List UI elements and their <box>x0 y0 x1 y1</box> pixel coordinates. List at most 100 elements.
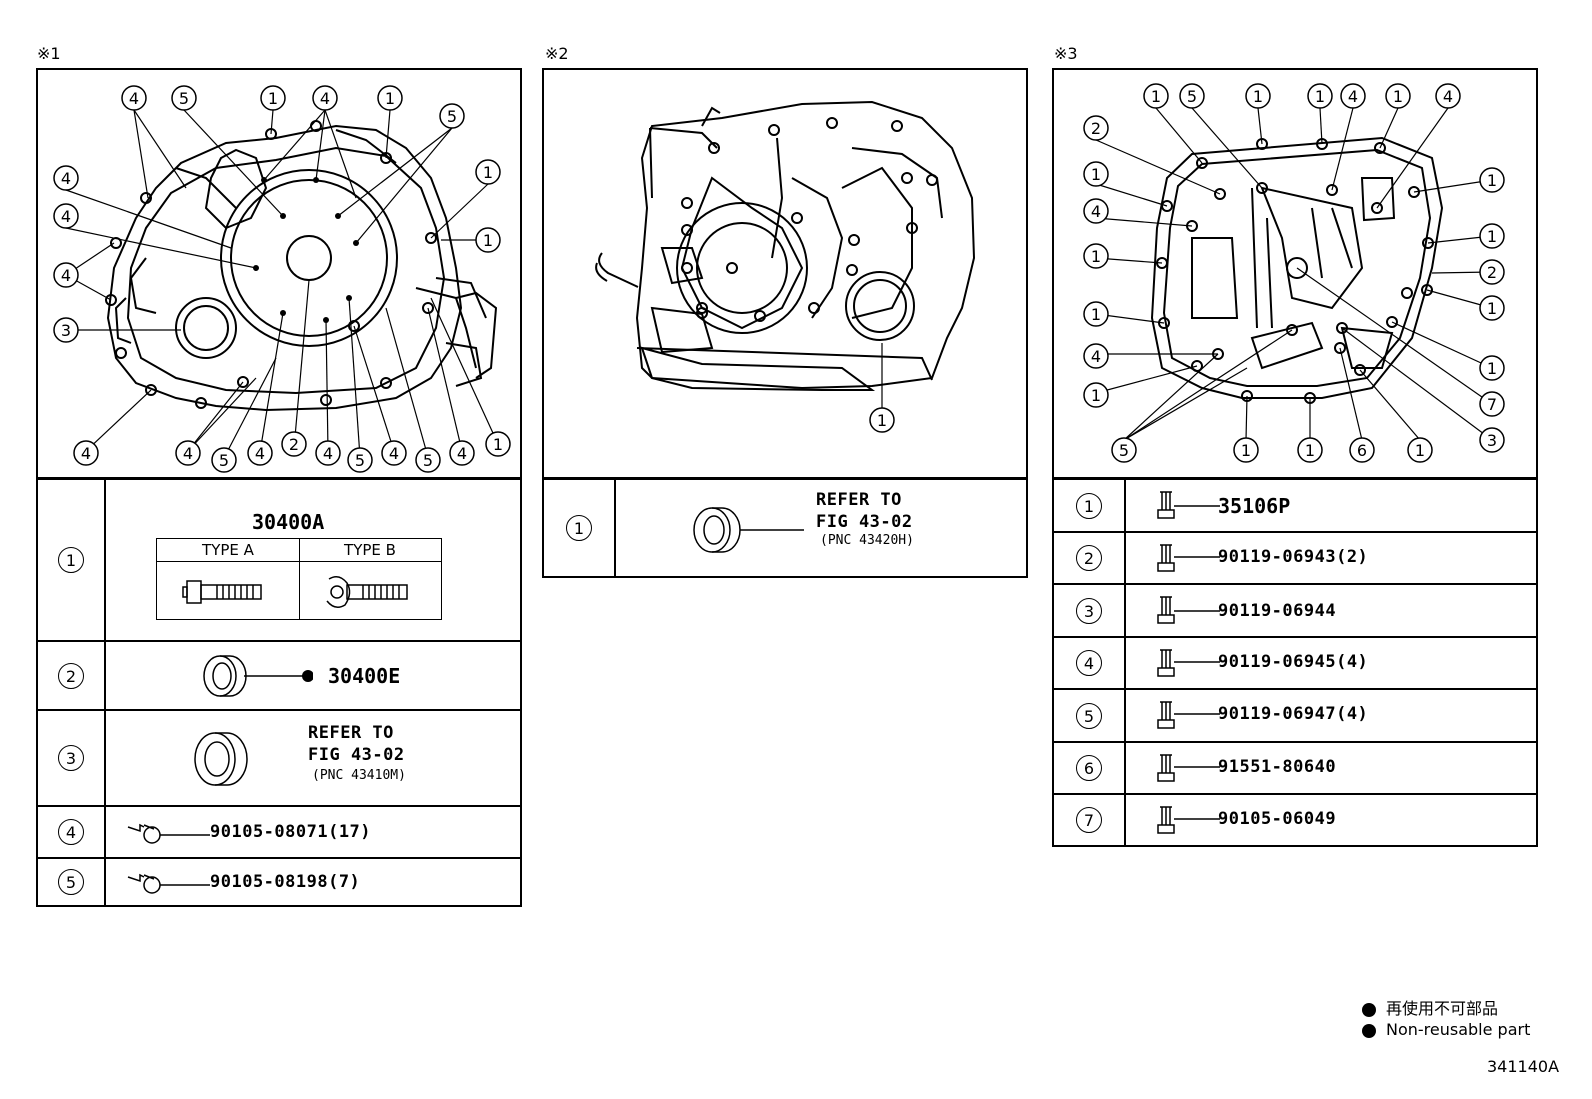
svg-text:2: 2 <box>289 435 299 454</box>
figure-id: 341140A <box>1487 1057 1560 1076</box>
svg-text:5: 5 <box>179 89 189 108</box>
table-row: 6 91551-80640 <box>1052 741 1538 795</box>
svg-text:4: 4 <box>1091 347 1101 366</box>
bolt-icon <box>1157 491 1220 519</box>
svg-text:4: 4 <box>389 444 399 463</box>
svg-text:5: 5 <box>355 451 365 470</box>
table-row: 3 90119-06944 <box>1052 583 1538 638</box>
svg-text:6: 6 <box>1357 441 1367 460</box>
bolt-icon <box>1157 754 1220 782</box>
bolt-type-a-icon <box>182 580 262 604</box>
bolt-type-b-icon <box>326 576 408 608</box>
svg-text:7: 7 <box>1487 395 1497 414</box>
svg-text:4: 4 <box>129 89 139 108</box>
panel-label-1: ※1 <box>37 44 61 63</box>
svg-text:1: 1 <box>1315 87 1325 106</box>
table-row: 4 90105-08071(17) <box>36 805 522 859</box>
panel-2-transaxle-drawing: 1 <box>595 100 976 433</box>
svg-text:4: 4 <box>183 444 193 463</box>
svg-text:1: 1 <box>1415 441 1425 460</box>
table-row: 5 90119-06947(4) <box>1052 688 1538 743</box>
fig-ref: FIG 43-02 <box>816 512 913 532</box>
pnc-ref: (PNC 43420H) <box>820 533 914 548</box>
svg-text:1: 1 <box>1241 441 1251 460</box>
svg-text:3: 3 <box>61 321 71 340</box>
table-row: 1 35106P <box>1052 478 1538 533</box>
bearing-icon <box>194 732 248 786</box>
panel-label-3: ※3 <box>1054 44 1078 63</box>
svg-text:1: 1 <box>493 435 503 454</box>
svg-text:4: 4 <box>320 89 330 108</box>
svg-text:1: 1 <box>1487 227 1497 246</box>
part-number: 91551-80640 <box>1218 757 1337 777</box>
svg-text:4: 4 <box>255 444 265 463</box>
flange-bolt-icon <box>127 873 210 894</box>
svg-text:4: 4 <box>457 444 467 463</box>
legend-en: Non-reusable part <box>1362 1020 1530 1039</box>
svg-text:1: 1 <box>1487 359 1497 378</box>
svg-text:2: 2 <box>1487 263 1497 282</box>
panel-1-parts-table: 1 30400A TYPE A TYPE B <box>36 478 522 907</box>
svg-text:4: 4 <box>323 444 333 463</box>
panel-2-parts-table: 1 REFER TO FIG 43-02 (PNC 43420H) <box>542 478 1028 578</box>
part-number: 90119-06945(4) <box>1218 652 1369 672</box>
svg-text:5: 5 <box>447 107 457 126</box>
svg-text:1: 1 <box>268 89 278 108</box>
svg-text:4: 4 <box>1091 202 1101 221</box>
svg-text:3: 3 <box>1487 431 1497 450</box>
fig-ref: FIG 43-02 <box>308 745 405 765</box>
svg-text:1: 1 <box>1393 87 1403 106</box>
legend-jp: 再使用不可部品 <box>1362 995 1498 1019</box>
oil-seal-icon <box>203 655 313 697</box>
bolt-icon <box>1157 649 1220 677</box>
bolt-icon <box>1157 701 1220 729</box>
callout-p1-a: 4 <box>121 85 147 111</box>
part-number: 90105-08198(7) <box>210 872 361 892</box>
part-number: 90119-06943(2) <box>1218 547 1369 567</box>
panel-1-transaxle-drawing: 4 5 1 4 1 5 4 1 4 1 4 3 4 4 5 4 2 4 5 4 … <box>53 85 511 473</box>
part-number: 90119-06947(4) <box>1218 704 1369 724</box>
callout-p2: 1 <box>877 411 887 430</box>
svg-text:1: 1 <box>483 163 493 182</box>
part-number: 30400A <box>252 510 325 534</box>
table-row: 1 30400A TYPE A TYPE B <box>36 478 522 642</box>
svg-text:4: 4 <box>61 207 71 226</box>
panel-3-parts-table: 1 35106P 2 90119-06943(2) 3 90119-06944 … <box>1052 478 1538 847</box>
part-number: 90105-06049 <box>1218 809 1337 829</box>
pnc-ref: (PNC 43410M) <box>312 768 406 783</box>
svg-text:1: 1 <box>483 231 493 250</box>
svg-text:1: 1 <box>1091 165 1101 184</box>
svg-text:2: 2 <box>1091 119 1101 138</box>
svg-text:5: 5 <box>219 451 229 470</box>
bolt-icon <box>1157 596 1220 624</box>
panel-3-valve-body-drawing: 1 5 1 1 4 1 4 2 1 1 4 1 1 2 1 1 4 1 1 7 … <box>1083 83 1505 463</box>
non-reusable-dot-icon <box>1362 1002 1376 1017</box>
svg-text:1: 1 <box>1091 305 1101 324</box>
table-row: 7 90105-06049 <box>1052 793 1538 847</box>
svg-text:4: 4 <box>61 169 71 188</box>
bolt-icon <box>1157 544 1220 572</box>
svg-text:1: 1 <box>1151 87 1161 106</box>
table-row: 2 30400E <box>36 640 522 711</box>
table-row: 4 90119-06945(4) <box>1052 636 1538 690</box>
non-reusable-dot-icon <box>1362 1023 1376 1038</box>
svg-text:1: 1 <box>1091 386 1101 405</box>
part-number: 90119-06944 <box>1218 601 1337 621</box>
svg-text:1: 1 <box>1487 171 1497 190</box>
seal-ring-icon <box>693 507 804 553</box>
refer-to: REFER TO <box>308 723 394 743</box>
svg-text:4: 4 <box>1348 87 1358 106</box>
part-number: 35106P <box>1218 494 1291 518</box>
svg-text:1: 1 <box>1253 87 1263 106</box>
table-row: 1 REFER TO FIG 43-02 (PNC 43420H) <box>542 478 1028 578</box>
panel-label-2: ※2 <box>545 44 569 63</box>
refer-to: REFER TO <box>816 490 902 510</box>
flange-bolt-icon <box>127 823 210 844</box>
svg-text:1: 1 <box>1091 247 1101 266</box>
svg-text:4: 4 <box>1443 87 1453 106</box>
svg-text:5: 5 <box>423 451 433 470</box>
table-row: 5 90105-08198(7) <box>36 857 522 907</box>
table-row: 3 REFER TO FIG 43-02 (PNC 43410M) <box>36 709 522 807</box>
part-number: 30400E <box>328 664 401 688</box>
table-row: 2 90119-06943(2) <box>1052 531 1538 585</box>
